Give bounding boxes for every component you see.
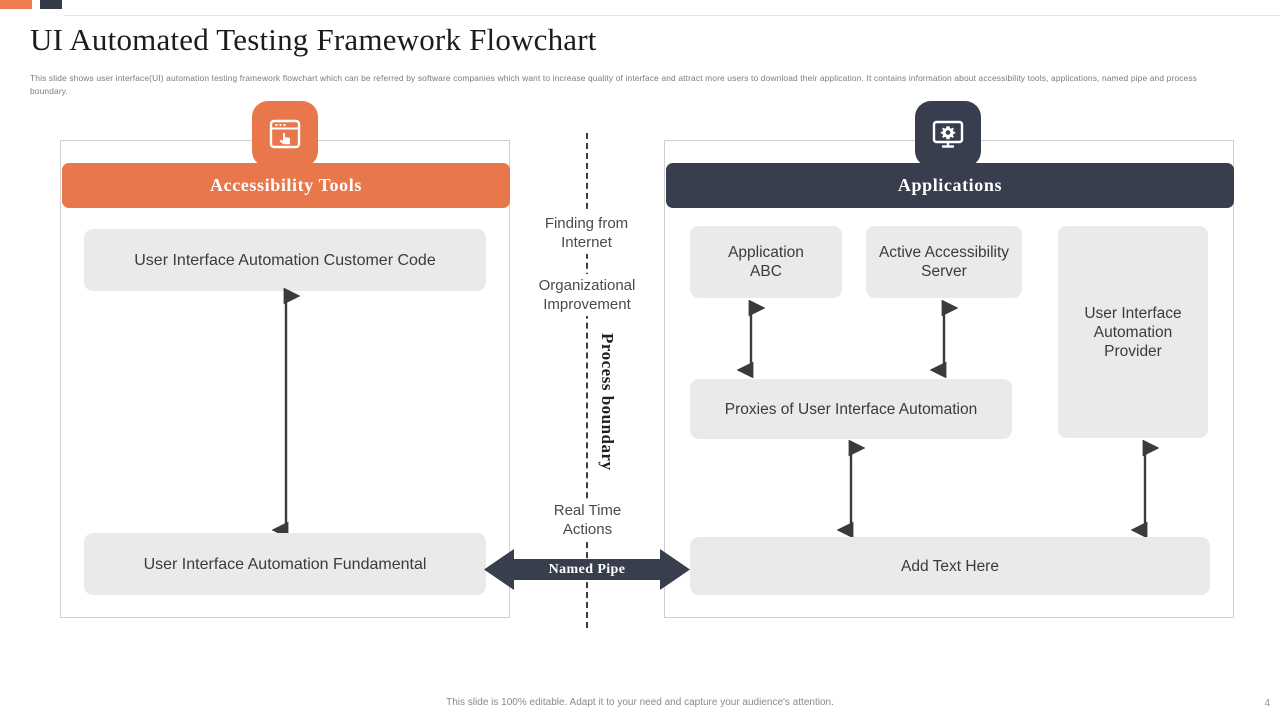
box-application-abc[interactable]: Application ABC (690, 226, 842, 298)
arrow-proxies-to-add-text (837, 440, 865, 538)
footer-note: This slide is 100% editable. Adapt it to… (446, 697, 834, 708)
page-title: UI Automated Testing Framework Flowchart (30, 22, 597, 57)
box-proxies-of-automation[interactable]: Proxies of User Interface Automation (690, 379, 1012, 439)
top-accent-bar-dark (40, 0, 62, 9)
accessibility-tools-header: Accessibility Tools (62, 163, 510, 208)
box-add-text-here[interactable]: Add Text Here (690, 537, 1210, 595)
box-active-accessibility-server[interactable]: Active Accessibility Server (866, 226, 1022, 298)
label-real-time-actions: Real Time Actions (519, 499, 656, 541)
top-divider-line (64, 15, 1280, 16)
top-accent-bar-orange (0, 0, 32, 9)
process-boundary-dashed-line (586, 133, 588, 628)
named-pipe-double-arrow[interactable] (484, 548, 690, 591)
monitor-gear-icon (915, 101, 981, 167)
applications-header: Applications (666, 163, 1234, 208)
box-customer-code[interactable]: User Interface Automation Customer Code (84, 229, 486, 291)
arrow-provider-to-add-text (1131, 440, 1159, 538)
arrow-active-accessibility-to-proxies (930, 300, 958, 378)
box-automation-provider[interactable]: User Interface Automation Provider (1058, 226, 1208, 438)
box-automation-fundamental[interactable]: User Interface Automation Fundamental (84, 533, 486, 595)
arrow-app-abc-to-proxies (737, 300, 765, 378)
label-organizational-improvement: Organizational Improvement (511, 274, 663, 316)
label-process-boundary: Process boundary (596, 330, 618, 474)
page-number: 4 (1264, 698, 1270, 709)
page-subtitle: This slide shows user interface(UI) auto… (30, 73, 1198, 96)
left-vertical-double-arrow (272, 288, 300, 538)
browser-click-icon (252, 101, 318, 167)
label-finding-from-internet: Finding from Internet (515, 212, 658, 254)
